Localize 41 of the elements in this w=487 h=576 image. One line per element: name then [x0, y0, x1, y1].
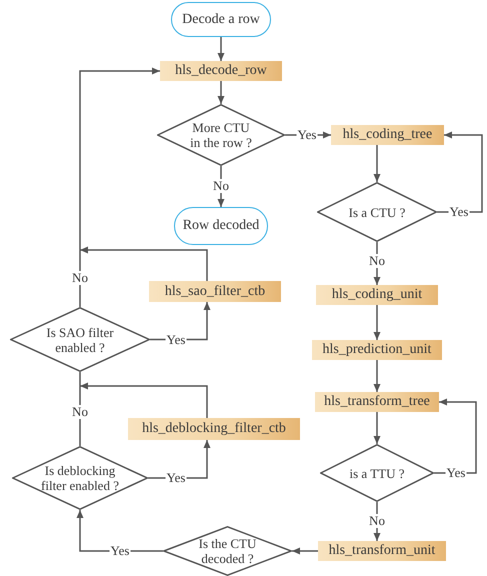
process-box: hls_prediction_unit [312, 340, 442, 360]
decision-text: is a TTU ? [348, 466, 406, 480]
arrow [434, 398, 477, 474]
arrow [80, 382, 208, 418]
arrow [374, 412, 380, 444]
arrow [218, 37, 224, 61]
process-box: hls_coding_unit [316, 285, 438, 305]
edge-label: No [71, 271, 89, 285]
edge-label: No [368, 514, 386, 528]
process-box: hls_coding_tree [331, 125, 444, 145]
process-box: hls_transform_unit [318, 541, 446, 561]
connector-line [79, 250, 81, 307]
decision-text: Is a CTU ? [348, 204, 406, 220]
arrow [374, 242, 380, 285]
edge-label: Yes [446, 466, 466, 480]
arrow [148, 440, 210, 479]
edge-label: Yes [166, 332, 186, 346]
arrow [374, 305, 380, 340]
arrow [150, 302, 210, 340]
arrow [374, 502, 380, 541]
arrow [76, 510, 163, 552]
process-box: hls_decode_row [160, 61, 282, 81]
process-box: hls_transform_tree [315, 392, 439, 412]
decision-text: Is the CTU decoded ? [198, 536, 258, 566]
edge-label: No [212, 179, 230, 193]
arrow [437, 132, 483, 213]
edge-label: Yes [448, 205, 470, 219]
edge-label: Yes [166, 471, 186, 485]
arrow [218, 81, 224, 104]
process-box: hls_deblocking_filter_ctb [128, 418, 300, 440]
arrow [374, 360, 380, 392]
decision-text: Is deblocking filter enabled ? [40, 463, 120, 493]
decision-text: Is SAO filter enabled ? [45, 324, 115, 354]
decision-text: More CTU in the row ? [189, 120, 253, 150]
process-box: hls_sao_filter_ctb [149, 281, 281, 302]
arrow [218, 166, 224, 207]
edge-label: Yes [296, 128, 318, 142]
edge-label: No [368, 254, 386, 268]
arrow [374, 145, 380, 182]
edge-label: Yes [110, 544, 130, 558]
arrow [292, 548, 318, 554]
